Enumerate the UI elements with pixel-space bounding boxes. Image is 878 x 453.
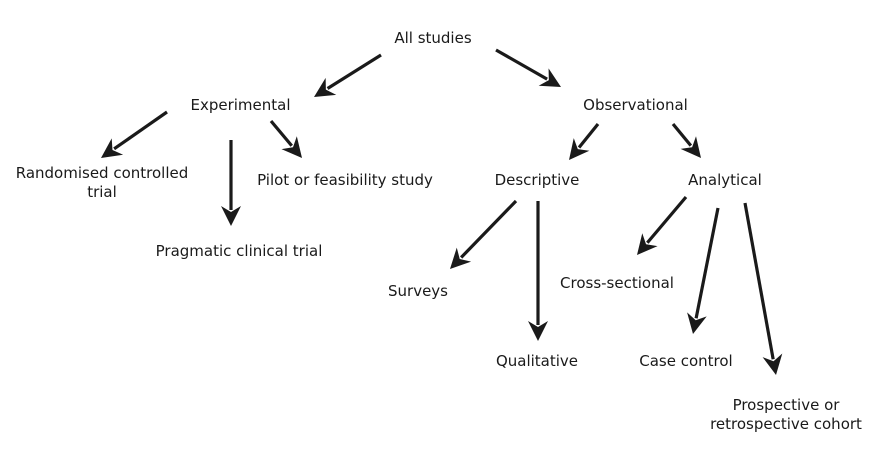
node-experimental: Experimental: [183, 96, 298, 115]
node-surveys-label: Surveys: [388, 282, 448, 300]
node-observational: Observational: [573, 96, 698, 115]
arrow-analytical-to-case-control: [687, 207, 720, 334]
node-case-control: Case control: [630, 352, 742, 371]
arrow-all-studies-to-observational: [495, 48, 561, 87]
arrow-experimental-to-pragmatic: [221, 140, 241, 226]
arrow-all-studies-to-experimental: [314, 53, 382, 97]
arrow-descriptive-to-qualitative: [528, 201, 548, 341]
node-descriptive-label: Descriptive: [494, 171, 580, 189]
arrow-shaft: [671, 122, 693, 147]
node-pragmatic-label: Pragmatic clinical trial: [155, 242, 323, 260]
node-rct-line1: Randomised controlled: [15, 164, 189, 182]
arrow-shaft: [495, 48, 548, 81]
node-cohort-line1: Prospective or: [732, 396, 840, 414]
node-qualitative: Qualitative: [486, 352, 588, 371]
arrow-head: [680, 136, 701, 158]
node-cross-sectional-label: Cross-sectional: [560, 274, 674, 292]
arrow-head: [569, 138, 590, 160]
arrow-head: [314, 77, 337, 97]
arrow-head: [762, 353, 783, 375]
arrow-head: [687, 312, 707, 334]
arrow-experimental-to-pilot: [269, 119, 302, 158]
node-cross-sectional: Cross-sectional: [552, 274, 682, 293]
node-analytical: Analytical: [678, 171, 772, 190]
arrow-head: [221, 206, 241, 226]
node-cohort: Prospective or retrospective cohort: [700, 396, 872, 434]
arrow-observational-to-analytical: [671, 122, 701, 158]
arrow-head: [450, 247, 472, 269]
node-pilot-label: Pilot or feasibility study: [257, 171, 433, 189]
arrow-head: [281, 136, 302, 158]
arrow-shaft: [743, 202, 775, 360]
node-cohort-line2: retrospective cohort: [710, 415, 862, 433]
arrow-shaft: [459, 199, 518, 259]
arrow-shaft: [326, 53, 382, 90]
arrow-head: [101, 138, 124, 158]
arrow-head: [637, 233, 658, 255]
node-rct: Randomised controlled trial: [4, 164, 200, 202]
node-pragmatic: Pragmatic clinical trial: [148, 242, 330, 261]
node-case-control-label: Case control: [639, 352, 733, 370]
node-observational-label: Observational: [583, 96, 688, 114]
arrow-observational-to-descriptive: [569, 122, 600, 160]
arrow-shaft: [577, 122, 600, 149]
arrow-analytical-to-cohort: [743, 202, 783, 375]
node-rct-line2: trial: [87, 183, 117, 201]
arrow-descriptive-to-surveys: [450, 199, 518, 269]
arrow-head: [528, 321, 548, 341]
node-qualitative-label: Qualitative: [495, 352, 579, 370]
node-descriptive: Descriptive: [486, 171, 588, 190]
arrow-shaft: [646, 195, 688, 244]
arrow-shaft: [113, 110, 168, 151]
node-experimental-label: Experimental: [190, 96, 291, 114]
arrow-experimental-to-rct: [101, 110, 168, 158]
node-pilot: Pilot or feasibility study: [250, 171, 440, 190]
node-analytical-label: Analytical: [688, 171, 762, 189]
arrow-analytical-to-cross-sectional: [637, 195, 688, 255]
node-surveys: Surveys: [380, 282, 456, 301]
arrow-shaft: [269, 119, 293, 147]
arrow-shaft: [694, 207, 720, 319]
node-all-studies: All studies: [388, 29, 478, 48]
node-all-studies-label: All studies: [394, 29, 472, 47]
arrow-head: [538, 68, 561, 87]
